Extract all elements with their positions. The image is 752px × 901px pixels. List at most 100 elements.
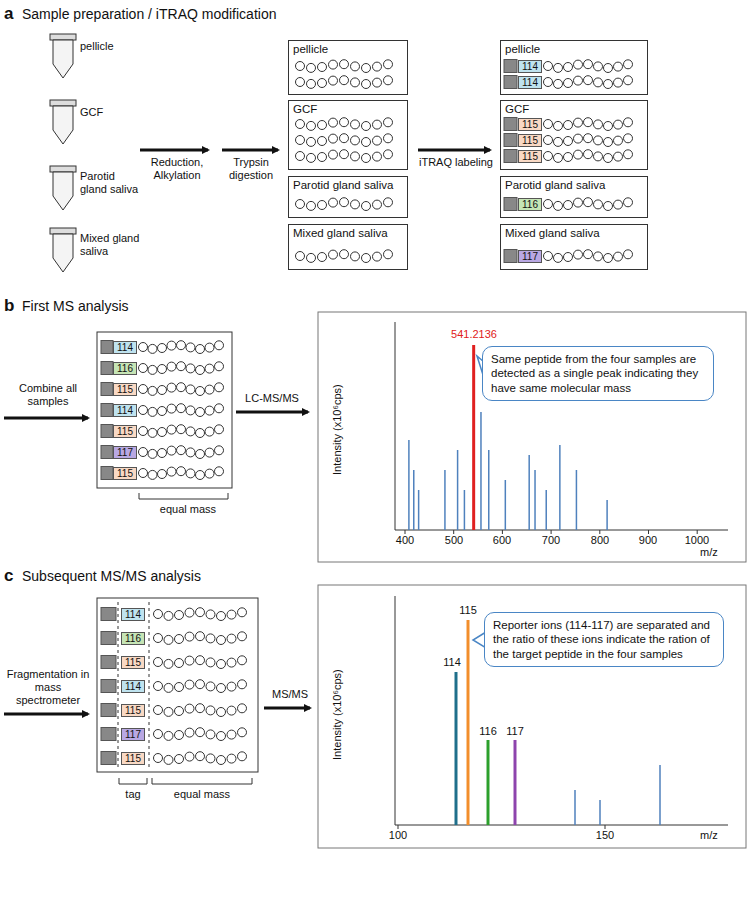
amino-acid	[217, 660, 226, 669]
amino-acid	[227, 634, 236, 643]
text-label: Parotid gland saliva	[80, 170, 142, 196]
text-label: 500	[436, 534, 472, 547]
reagent-block	[101, 404, 113, 417]
amino-acid	[614, 78, 623, 87]
amino-acid	[604, 80, 613, 89]
amino-acid	[307, 137, 316, 146]
spectrum-peak	[559, 445, 561, 530]
reagent-block	[101, 728, 116, 741]
amino-acid	[329, 250, 338, 259]
itraq-tag: 115	[518, 118, 542, 131]
amino-acid	[624, 60, 633, 69]
amino-acid	[373, 136, 382, 145]
amino-acid	[205, 385, 214, 394]
amino-acid	[177, 362, 186, 371]
amino-acid	[215, 341, 224, 350]
tag-number: 115	[519, 151, 541, 162]
sample-box: Parotid gland saliva116	[500, 176, 648, 218]
amino-acid	[206, 754, 215, 763]
amino-acid	[158, 386, 167, 395]
amino-acid	[215, 404, 224, 413]
text-label: c	[4, 566, 13, 586]
amino-acid	[196, 366, 205, 375]
text-label: 700	[533, 534, 569, 547]
spectrum-peak	[606, 500, 608, 530]
reagent-block	[504, 76, 517, 89]
amino-acid	[238, 608, 247, 617]
amino-acid	[384, 134, 393, 143]
amino-acid	[373, 120, 382, 129]
amino-acid	[340, 150, 349, 159]
tag-number: 114	[114, 405, 136, 416]
amino-acid	[205, 469, 214, 478]
text-label: equal mass	[162, 788, 242, 801]
text-label: Combine all samples	[2, 382, 94, 408]
amino-acid	[196, 450, 205, 459]
tag-number: 115	[114, 384, 136, 395]
amino-acid	[167, 446, 176, 455]
text-label: 117	[500, 725, 530, 738]
amino-acid	[584, 134, 593, 143]
amino-acid	[594, 200, 603, 209]
amino-acid	[185, 656, 194, 665]
text-label: MS/MS	[260, 688, 320, 701]
amino-acid	[215, 362, 224, 371]
amino-acid	[351, 62, 360, 71]
itraq-tag: 116	[121, 632, 145, 645]
text-label: a	[4, 4, 13, 24]
amino-acid	[148, 365, 157, 374]
reagent-block	[101, 632, 116, 645]
amino-acid	[351, 200, 360, 209]
amino-acid	[614, 200, 623, 209]
reporter-peak	[487, 740, 490, 825]
amino-acid	[574, 250, 583, 259]
amino-acid	[564, 153, 573, 162]
box-heading: Parotid gland saliva	[293, 179, 393, 191]
amino-acid	[624, 150, 633, 159]
itraq-tag: 115	[121, 752, 145, 765]
reagent-block	[101, 446, 113, 459]
itraq-tag: 114	[518, 76, 542, 89]
axis-title: Intensity (x10⁶cps)	[331, 640, 344, 790]
text-label: tag	[113, 788, 153, 801]
amino-acid	[227, 682, 236, 691]
amino-acid	[217, 684, 226, 693]
amino-acid	[604, 154, 613, 163]
amino-acid	[564, 121, 573, 130]
text-label: m/z	[700, 829, 718, 842]
amino-acid	[373, 200, 382, 209]
text-label: iTRAQ labeling	[414, 156, 498, 169]
amino-acid	[574, 118, 583, 127]
amino-acid	[296, 152, 305, 161]
amino-acid	[175, 755, 184, 764]
tag-number: 115	[122, 657, 144, 668]
axis-tick	[697, 530, 698, 534]
spectrum-peak	[418, 490, 420, 530]
amino-acid	[167, 383, 176, 392]
amino-acid	[175, 683, 184, 692]
amino-acid	[384, 76, 393, 85]
amino-acid	[584, 60, 593, 69]
amino-acid	[205, 448, 214, 457]
amino-acid	[329, 118, 338, 127]
amino-acid	[205, 427, 214, 436]
axis-tick	[502, 530, 503, 534]
tag-number: 117	[114, 447, 136, 458]
reagent-block	[101, 608, 116, 621]
amino-acid	[148, 449, 157, 458]
box-heading: Parotid gland saliva	[505, 179, 605, 191]
itraq-tag: 114	[518, 60, 542, 73]
amino-acid	[554, 63, 563, 72]
amino-acid	[139, 469, 148, 478]
amino-acid	[340, 134, 349, 143]
amino-acid	[564, 201, 573, 210]
chart-axes	[395, 322, 728, 825]
amino-acid	[362, 122, 371, 131]
text-label: Mixed gland saliva	[80, 232, 142, 258]
amino-acid	[206, 706, 215, 715]
spectrum-peak	[457, 450, 459, 530]
reagent-block	[504, 134, 517, 147]
amino-acid	[584, 76, 593, 85]
amino-acid	[139, 364, 148, 373]
